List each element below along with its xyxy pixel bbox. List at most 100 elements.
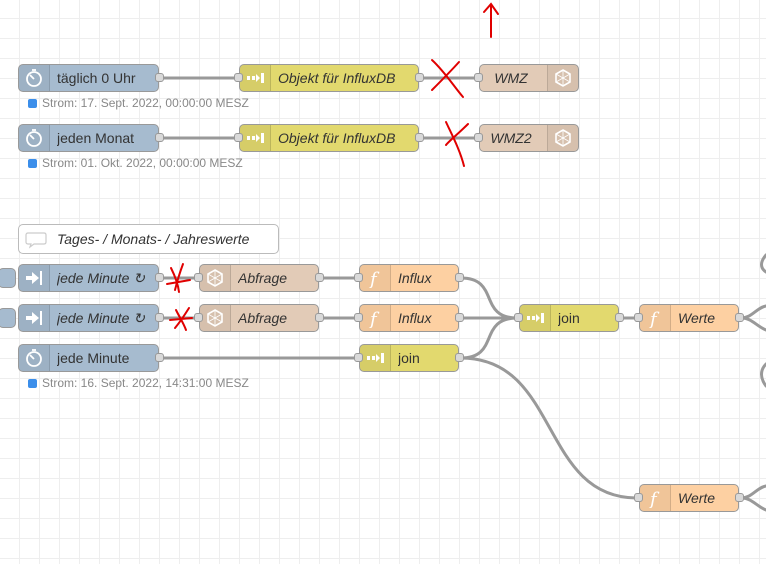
timer-icon <box>19 125 50 151</box>
wire[interactable] <box>739 316 766 332</box>
svg-text:f: f <box>368 309 380 328</box>
output-port[interactable] <box>415 73 424 82</box>
annotation-cross <box>445 121 469 167</box>
annotation-cross <box>166 263 191 293</box>
node-button[interactable] <box>0 268 16 288</box>
database-node-abfrage-1[interactable]: Abfrage <box>194 264 324 292</box>
link-in-node-2[interactable]: jede Minute ↻ <box>0 304 164 332</box>
node-label: jeden Monat <box>57 130 135 146</box>
output-port[interactable] <box>415 133 424 142</box>
node-label: Influx <box>398 310 432 326</box>
join-node-1[interactable]: join <box>514 304 624 332</box>
input-port[interactable] <box>354 273 363 282</box>
output-port[interactable] <box>455 313 464 322</box>
output-port[interactable] <box>155 353 164 362</box>
wire[interactable] <box>739 304 766 320</box>
link-in-icon <box>19 305 50 331</box>
output-port[interactable] <box>155 73 164 82</box>
join-icon <box>520 305 551 331</box>
change-icon <box>240 125 271 151</box>
input-port[interactable] <box>474 133 483 142</box>
node-label: Influx <box>398 270 432 286</box>
node-label: jede Minute ↻ <box>57 270 145 286</box>
input-port[interactable] <box>194 273 203 282</box>
input-port[interactable] <box>474 73 483 82</box>
function-icon: f <box>360 305 391 331</box>
function-icon: f <box>640 305 671 331</box>
wire[interactable] <box>760 253 766 274</box>
input-port[interactable] <box>234 73 243 82</box>
input-port[interactable] <box>634 493 643 502</box>
node-label: Objekt für InfluxDB <box>278 70 396 86</box>
function-node-influx-1[interactable]: f Influx <box>354 264 464 292</box>
input-port[interactable] <box>514 313 523 322</box>
annotation-arrow <box>483 2 499 38</box>
node-label: join <box>558 310 580 326</box>
svg-text:f: f <box>648 489 660 508</box>
output-port[interactable] <box>735 313 744 322</box>
wire[interactable] <box>459 276 519 320</box>
input-port[interactable] <box>354 313 363 322</box>
output-port[interactable] <box>615 313 624 322</box>
function-icon: f <box>640 485 671 511</box>
wire[interactable] <box>760 362 766 388</box>
change-node-objekt-influxdb[interactable]: Objekt für InfluxDB <box>234 64 424 92</box>
output-port[interactable] <box>155 133 164 142</box>
node-label: join <box>398 350 420 366</box>
database-icon <box>200 265 231 291</box>
inject-node-taeglich[interactable]: täglich 0 Uhr <box>18 64 164 92</box>
input-port[interactable] <box>354 353 363 362</box>
node-label: Objekt für InfluxDB <box>278 130 396 146</box>
timer-icon <box>19 345 50 371</box>
database-icon <box>547 65 578 91</box>
node-status: Strom: 17. Sept. 2022, 00:00:00 MESZ <box>28 96 249 110</box>
inject-node-jede-minute[interactable]: jede Minute <box>18 344 164 372</box>
output-port[interactable] <box>315 313 324 322</box>
database-icon <box>200 305 231 331</box>
node-button[interactable] <box>0 308 16 328</box>
node-status: Strom: 16. Sept. 2022, 14:31:00 MESZ <box>28 376 249 390</box>
output-port[interactable] <box>155 313 164 322</box>
output-port[interactable] <box>155 273 164 282</box>
node-label: Abfrage <box>238 310 288 326</box>
change-node-objekt-influxdb-2[interactable]: Objekt für InfluxDB <box>234 124 424 152</box>
output-port[interactable] <box>315 273 324 282</box>
join-node-2[interactable]: join <box>354 344 464 372</box>
node-label: jede Minute ↻ <box>57 310 145 326</box>
node-label: Abfrage <box>238 270 288 286</box>
comment-node[interactable]: Tages- / Monats- / Jahreswerte <box>18 224 279 254</box>
function-node-werte-2[interactable]: f Werte <box>634 484 744 512</box>
input-port[interactable] <box>194 313 203 322</box>
node-label: Werte <box>678 490 716 506</box>
node-label: WMZ <box>494 70 528 86</box>
node-label: täglich 0 Uhr <box>57 70 136 86</box>
input-port[interactable] <box>634 313 643 322</box>
comment-icon <box>25 232 47 249</box>
timer-icon <box>19 65 50 91</box>
node-label: jede Minute <box>57 350 130 366</box>
database-node-abfrage-2[interactable]: Abfrage <box>194 304 324 332</box>
function-node-influx-2[interactable]: f Influx <box>354 304 464 332</box>
annotation-cross <box>431 59 464 98</box>
inject-node-jeden-monat[interactable]: jeden Monat <box>18 124 164 152</box>
output-port[interactable] <box>455 353 464 362</box>
function-node-werte-1[interactable]: f Werte <box>634 304 744 332</box>
join-icon <box>360 345 391 371</box>
wire[interactable] <box>739 496 766 512</box>
node-label: WMZ2 <box>490 130 532 146</box>
function-icon: f <box>360 265 391 291</box>
node-label: Werte <box>678 310 716 326</box>
input-port[interactable] <box>234 133 243 142</box>
change-icon <box>240 65 271 91</box>
annotation-cross <box>169 307 193 331</box>
output-port[interactable] <box>455 273 464 282</box>
database-node-wmz2[interactable]: WMZ2 <box>474 124 579 152</box>
link-in-node-1[interactable]: jede Minute ↻ <box>0 264 164 292</box>
output-port[interactable] <box>735 493 744 502</box>
svg-text:f: f <box>648 309 660 328</box>
wire[interactable] <box>459 316 519 360</box>
database-node-wmz[interactable]: WMZ <box>474 64 579 92</box>
wire[interactable] <box>739 484 766 500</box>
link-in-icon <box>19 265 50 291</box>
wire[interactable] <box>459 356 639 500</box>
